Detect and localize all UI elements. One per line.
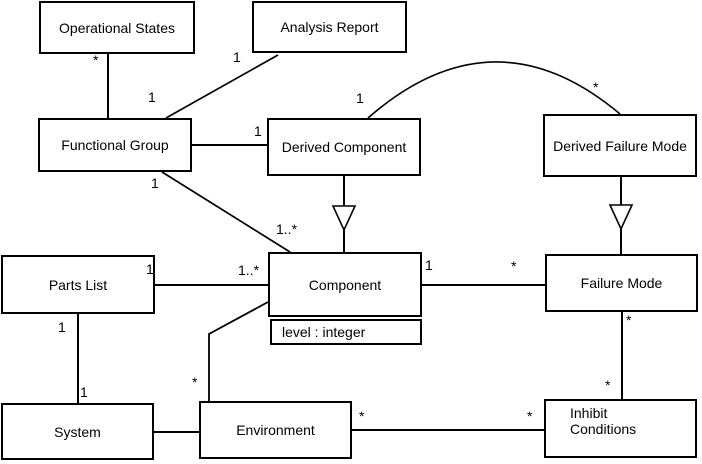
multiplicity: *: [527, 408, 533, 424]
class-label: Derived Failure Mode: [553, 137, 687, 154]
class-label: Environment: [236, 422, 315, 438]
association-environment-component: [208, 301, 269, 401]
multiplicity: *: [593, 79, 599, 95]
multiplicity: 1: [356, 90, 364, 106]
multiplicity: 1..*: [276, 221, 298, 237]
class-label: System: [54, 423, 101, 440]
multiplicity: *: [605, 377, 611, 393]
attribute-label: level : integer: [282, 324, 366, 340]
class-failure-mode: Failure Mode: [545, 254, 698, 312]
class-component-attributes: level : integer: [270, 319, 422, 345]
class-system: System: [1, 403, 154, 460]
class-label: Parts List: [48, 276, 108, 293]
class-operational-states: Operational States: [39, 1, 195, 54]
class-environment: Environment: [199, 401, 352, 459]
multiplicity: *: [511, 258, 517, 274]
multiplicity: *: [192, 374, 198, 390]
multiplicity: *: [359, 408, 365, 424]
class-label: Functional Group: [61, 137, 169, 153]
multiplicity: 1: [254, 123, 262, 139]
class-label: Derived Component: [281, 139, 407, 155]
class-label: Inhibit Conditions: [570, 405, 637, 437]
class-component: Component: [268, 252, 422, 317]
multiplicity: 1: [58, 319, 66, 335]
class-derived-failure-mode: Derived Failure Mode: [543, 114, 697, 177]
class-derived-component: Derived Component: [267, 118, 421, 176]
multiplicity: 1: [233, 49, 241, 65]
multiplicity: *: [626, 312, 632, 328]
generalization-triangle-failure-mode: [608, 204, 634, 231]
multiplicity: 1: [148, 89, 156, 105]
association-arc-derived-component-derived-failure-mode: [367, 61, 621, 119]
class-label: Operational States: [59, 19, 175, 36]
multiplicity: *: [93, 52, 99, 68]
class-label: Component: [308, 276, 382, 293]
multiplicity: 1: [80, 384, 88, 400]
multiplicity: 1: [146, 261, 154, 277]
multiplicity: 1: [425, 257, 433, 273]
class-parts-list: Parts List: [1, 255, 155, 314]
class-functional-group: Functional Group: [38, 118, 192, 172]
class-inhibit-conditions: Inhibit Conditions: [544, 399, 697, 458]
association-functional-group-component: [161, 171, 291, 253]
generalization-triangle-component: [331, 205, 357, 232]
association-analysis-report-functional-group: [165, 54, 279, 119]
class-analysis-report: Analysis Report: [252, 1, 407, 53]
multiplicity: 1..*: [238, 262, 260, 278]
multiplicity: 1: [151, 175, 159, 191]
class-label: Failure Mode: [580, 275, 663, 291]
class-label: Analysis Report: [280, 19, 379, 35]
